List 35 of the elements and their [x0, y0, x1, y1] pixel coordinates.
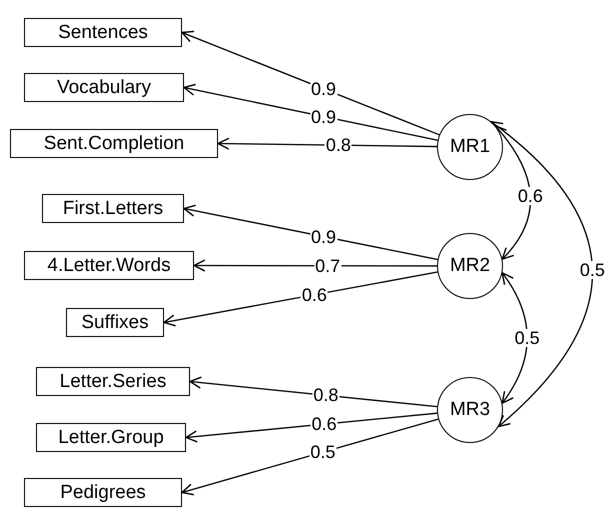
correlation-arrow: [490, 121, 593, 428]
variable-box: Sent.Completion: [10, 129, 218, 158]
edge-label: 0.5: [514, 329, 541, 347]
edge-label: 0.5: [309, 443, 336, 462]
edge-label: 0.6: [300, 286, 328, 304]
correlation-arrow: [502, 272, 528, 404]
variable-box: Vocabulary: [24, 73, 184, 102]
loading-arrow: [185, 412, 438, 443]
loading-arrow: [189, 376, 438, 408]
factor-circle: MR3: [437, 377, 503, 443]
edge-label: 0.9: [310, 80, 338, 98]
edge-label: 0.8: [312, 386, 340, 404]
loading-arrow: [183, 84, 438, 141]
edge-label: 0.5: [578, 261, 606, 280]
variable-box: 4.Letter.Words: [24, 251, 194, 280]
loading-arrow: [183, 204, 438, 260]
edge-label: 0.8: [324, 136, 352, 154]
variable-box: Letter.Series: [36, 367, 190, 396]
variable-box: First.Letters: [42, 194, 184, 223]
edge-label: 0.6: [516, 187, 544, 206]
factor-circle: MR2: [437, 233, 503, 299]
factor-circle: MR1: [437, 114, 503, 180]
variable-box: Suffixes: [66, 308, 164, 337]
loading-arrow: [163, 271, 438, 327]
edge-label: 0.9: [310, 228, 338, 246]
edge-label: 0.9: [310, 108, 338, 126]
variable-box: Pedigrees: [24, 478, 182, 507]
loading-arrow: [181, 418, 438, 496]
loading-arrow: [181, 30, 440, 136]
edge-label: 0.6: [310, 415, 338, 434]
edge-label: 0.7: [314, 256, 342, 275]
variable-box: Letter.Group: [36, 423, 186, 452]
correlation-arrow: [494, 125, 532, 260]
loading-arrow: [193, 259, 437, 272]
variable-box: Sentences: [24, 18, 182, 47]
